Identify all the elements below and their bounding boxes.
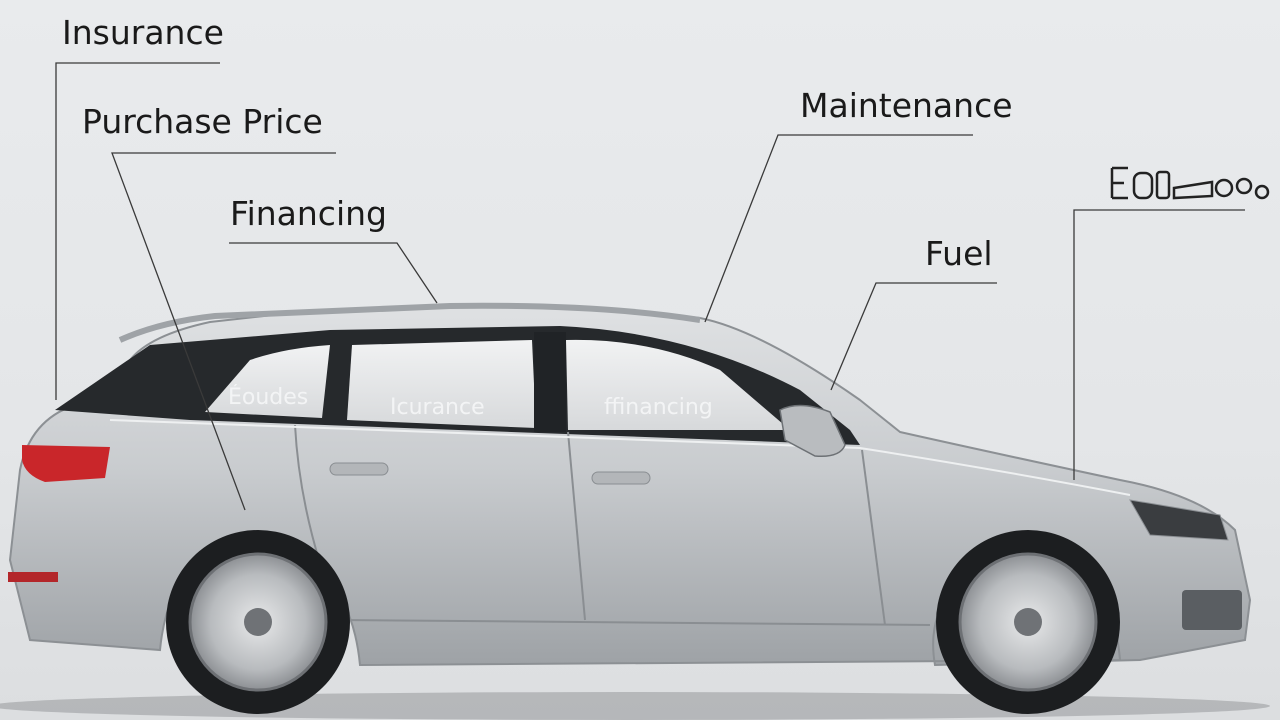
purchase-price-label: Purchase Price xyxy=(82,102,323,141)
roof-rail xyxy=(118,302,701,343)
front-door-handle xyxy=(591,471,651,485)
b-pillar xyxy=(534,332,566,432)
fuel-leader xyxy=(830,282,997,391)
financing-label: Financing xyxy=(230,194,387,233)
front-wheel xyxy=(936,530,1120,714)
rear-quarter-glass xyxy=(205,345,330,418)
middle-window-text: Icurance xyxy=(390,395,485,420)
ground-shadow xyxy=(0,692,1270,720)
rear-door-glass xyxy=(347,340,536,428)
maintenance-leader xyxy=(704,134,973,323)
front-grille xyxy=(1182,590,1242,630)
rear-door-handle xyxy=(329,462,389,476)
insurance-leader xyxy=(55,62,220,400)
leader-lines xyxy=(55,62,1245,511)
shoulder-line xyxy=(109,419,1131,496)
rear-wheel xyxy=(166,530,350,714)
tail-light xyxy=(22,445,110,482)
rear-window-text: Éoudes xyxy=(228,384,308,410)
financing-leader xyxy=(229,242,438,304)
extra-leader xyxy=(1073,209,1245,480)
sill-line xyxy=(339,619,931,626)
purchase-price-leader xyxy=(111,152,336,511)
fuel-label: Fuel xyxy=(925,234,993,273)
door-line-mid xyxy=(567,431,586,621)
door-line-front xyxy=(861,449,886,626)
maintenance-label: Maintenance xyxy=(800,86,1013,125)
garbled-label-graphic xyxy=(1110,166,1270,200)
front-door-glass xyxy=(566,339,790,430)
insurance-label: Insurance xyxy=(62,13,224,52)
side-mirror xyxy=(779,404,846,458)
rear-reflector xyxy=(8,572,58,582)
headlight xyxy=(1129,499,1229,541)
front-window-text: ffinancing xyxy=(604,395,713,420)
car: Éoudes Icurance ffinancing xyxy=(8,302,1252,714)
